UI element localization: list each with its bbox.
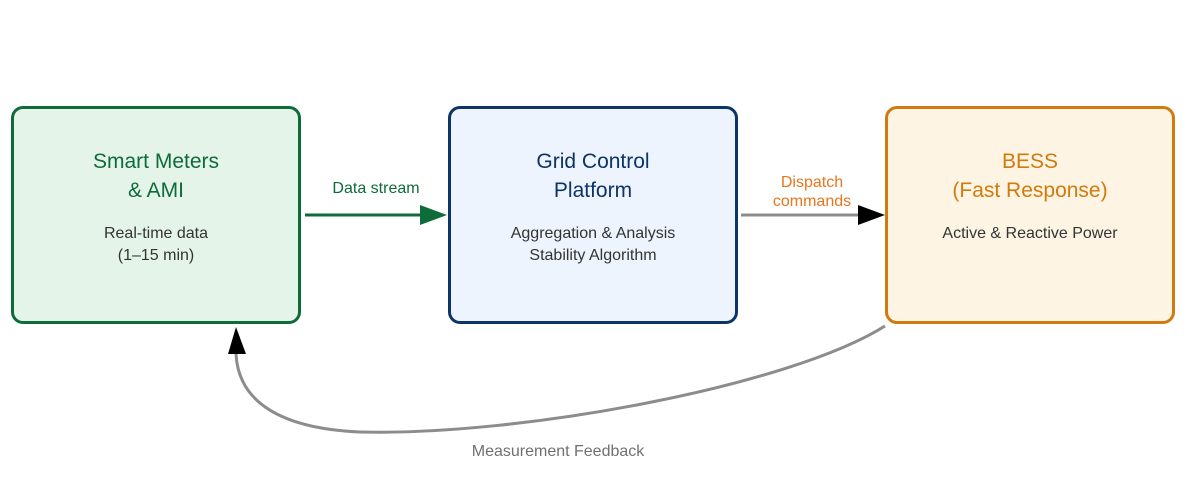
arrowhead-measurement-feedback bbox=[228, 327, 246, 354]
node-smart-meters: Smart Meters & AMI Real-time data (1–15 … bbox=[11, 106, 301, 324]
node-detail-line: (1–15 min) bbox=[117, 247, 195, 264]
node-title-line: BESS bbox=[1001, 150, 1059, 173]
node-title-line: Grid Control bbox=[536, 150, 650, 173]
edge-label-line: Dispatch bbox=[780, 174, 844, 191]
node-bess: BESS (Fast Response) Active & Reactive P… bbox=[885, 106, 1175, 324]
arrowhead-dispatch-commands bbox=[858, 205, 885, 225]
edge-label-data-stream: Data stream bbox=[316, 179, 436, 198]
node-detail-line: Stability Algorithm bbox=[529, 247, 657, 264]
arrowhead-data-stream bbox=[420, 205, 447, 225]
node-title-line: Smart Meters bbox=[92, 150, 220, 173]
edge-measurement-feedback bbox=[234, 324, 886, 434]
node-title: BESS (Fast Response) bbox=[888, 147, 1172, 205]
node-title-line: Platform bbox=[553, 179, 633, 202]
edge-label-line: Data stream bbox=[332, 180, 420, 197]
node-detail-line: Aggregation & Analysis bbox=[510, 225, 676, 242]
edge-label-line: commands bbox=[772, 193, 852, 210]
edge-label-dispatch-commands: Dispatch commands bbox=[752, 173, 872, 211]
node-title: Grid Control Platform bbox=[451, 147, 735, 205]
node-detail-line: Active & Reactive Power bbox=[942, 225, 1118, 242]
edge-label-measurement-feedback: Measurement Feedback bbox=[428, 442, 688, 461]
node-title-line: (Fast Response) bbox=[952, 179, 1108, 202]
node-title: Smart Meters & AMI bbox=[14, 147, 298, 205]
edge-label-line: Measurement Feedback bbox=[471, 443, 645, 460]
node-grid-control: Grid Control Platform Aggregation & Anal… bbox=[448, 106, 738, 324]
node-detail-line: Real-time data bbox=[103, 225, 209, 242]
node-title-line: & AMI bbox=[127, 179, 185, 202]
